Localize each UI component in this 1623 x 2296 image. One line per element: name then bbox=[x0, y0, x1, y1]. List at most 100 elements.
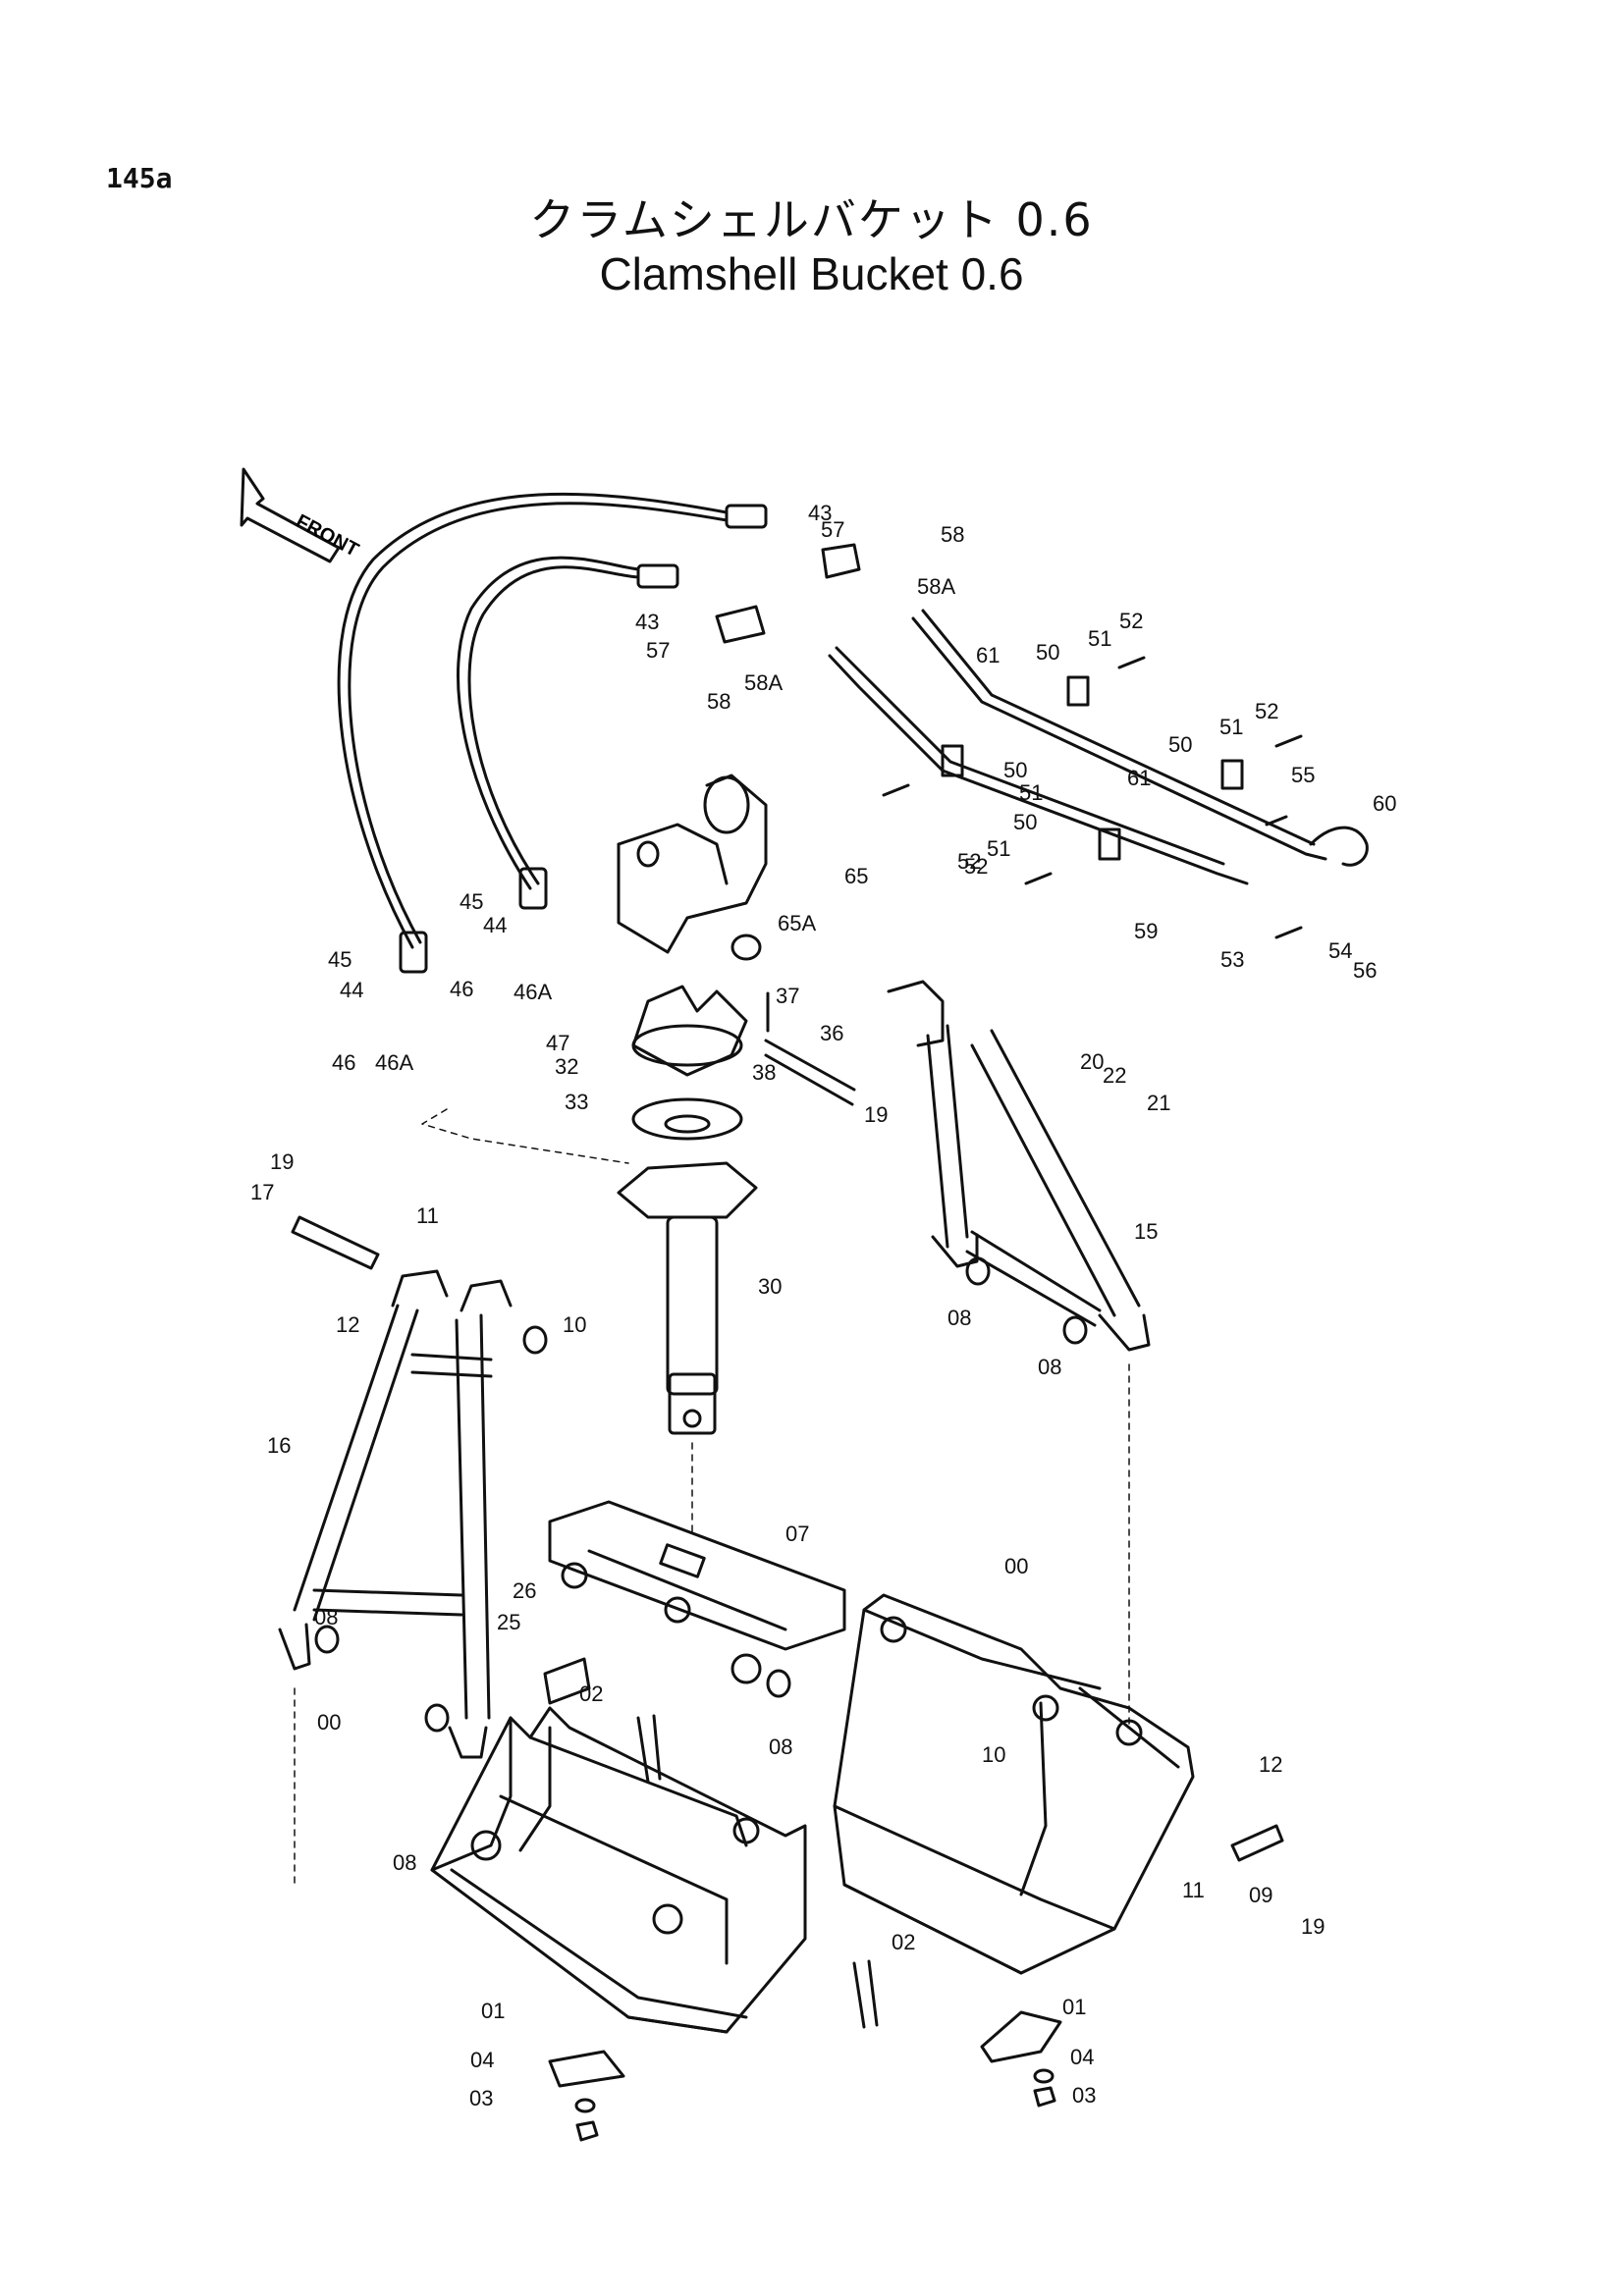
part-callout-36: 36 bbox=[820, 1021, 843, 1045]
front-label: FRONT bbox=[293, 510, 362, 561]
part-callout-43: 43 bbox=[808, 501, 832, 525]
part-callout-46A: 46A bbox=[375, 1050, 413, 1075]
part-callout-43: 43 bbox=[635, 610, 659, 634]
bracket-65 bbox=[617, 774, 768, 961]
part-callout-00: 00 bbox=[317, 1710, 341, 1735]
part-callout-51: 51 bbox=[1219, 715, 1243, 739]
part-callout-33: 33 bbox=[565, 1090, 588, 1114]
part-callout-19: 19 bbox=[1301, 1914, 1325, 1939]
part-callout-65: 65 bbox=[844, 864, 868, 888]
clamp-icon bbox=[1066, 675, 1090, 707]
pin-25 bbox=[543, 1657, 591, 1705]
part-callout-01: 01 bbox=[481, 1999, 505, 2023]
pipe-lines bbox=[828, 609, 1327, 885]
tooth-01-left bbox=[548, 2050, 625, 2088]
part-callout-04: 04 bbox=[1070, 2045, 1094, 2069]
part-callout-52: 52 bbox=[964, 854, 988, 879]
part-callout-44: 44 bbox=[483, 913, 507, 937]
part-callout-21: 21 bbox=[1147, 1091, 1170, 1115]
part-callout-00: 00 bbox=[1004, 1554, 1028, 1578]
part-callout-55: 55 bbox=[1291, 763, 1315, 787]
part-callout-08: 08 bbox=[769, 1735, 792, 1759]
part-callout-15: 15 bbox=[1134, 1219, 1158, 1244]
part-callout-53: 53 bbox=[1220, 947, 1244, 972]
part-callout-12: 12 bbox=[336, 1312, 359, 1337]
part-callout-50: 50 bbox=[1003, 758, 1027, 782]
part-callout-45: 45 bbox=[460, 889, 483, 914]
part-callout-08: 08 bbox=[1038, 1355, 1061, 1379]
part-callout-20: 20 bbox=[1080, 1049, 1104, 1074]
part-callout-61: 61 bbox=[1127, 766, 1151, 790]
part-callout-45: 45 bbox=[328, 947, 352, 972]
title-english: Clamshell Bucket 0.6 bbox=[599, 248, 1024, 299]
page-number: 145a bbox=[106, 162, 173, 194]
part-callout-17: 17 bbox=[250, 1180, 274, 1204]
part-callout-03: 03 bbox=[1072, 2083, 1096, 2108]
part-callout-47: 47 bbox=[546, 1031, 569, 1055]
part-callout-50: 50 bbox=[1036, 640, 1059, 665]
part-callout-25: 25 bbox=[497, 1610, 520, 1634]
part-callout-65A: 65A bbox=[778, 911, 816, 935]
bucket-left bbox=[430, 1706, 807, 2034]
part-callout-10: 10 bbox=[982, 1742, 1005, 1767]
part-callout-59: 59 bbox=[1134, 919, 1158, 943]
cylinder-30 bbox=[617, 1161, 758, 1435]
front-arrow-icon bbox=[240, 467, 341, 563]
part-callout-03: 03 bbox=[469, 2086, 493, 2110]
part-callout-56: 56 bbox=[1353, 958, 1377, 983]
hose-fitting-icon bbox=[725, 504, 768, 529]
part-callout-52: 52 bbox=[1119, 609, 1143, 633]
part-callout-09: 09 bbox=[1249, 1883, 1272, 1907]
part-callout-57: 57 bbox=[646, 638, 670, 663]
part-callout-52: 52 bbox=[957, 849, 981, 874]
part-callout-19: 19 bbox=[270, 1149, 294, 1174]
hose-fitting-icon bbox=[518, 867, 548, 910]
swivel-joint bbox=[631, 985, 748, 1141]
pin-36 bbox=[764, 1039, 856, 1106]
part-callout-58: 58 bbox=[941, 522, 964, 547]
part-callout-08: 08 bbox=[393, 1850, 416, 1875]
part-callout-58: 58 bbox=[707, 689, 730, 714]
part-callout-08: 08 bbox=[947, 1306, 971, 1330]
part-callout-02: 02 bbox=[579, 1682, 603, 1706]
part-callout-12: 12 bbox=[1259, 1752, 1282, 1777]
part-callout-46: 46 bbox=[450, 977, 473, 1001]
part-callout-04: 04 bbox=[470, 2048, 494, 2072]
part-callout-30: 30 bbox=[758, 1274, 782, 1299]
part-callout-26: 26 bbox=[513, 1578, 536, 1603]
part-callout-19: 19 bbox=[864, 1102, 888, 1127]
part-callout-52: 52 bbox=[1255, 699, 1278, 723]
tee-fitting-icon bbox=[821, 543, 861, 579]
part-callout-16: 16 bbox=[267, 1433, 291, 1458]
hose-fitting-icon bbox=[636, 563, 679, 589]
part-callout-38: 38 bbox=[752, 1060, 776, 1085]
part-callout-01: 01 bbox=[1062, 1995, 1086, 2019]
part-callout-07: 07 bbox=[785, 1522, 809, 1546]
part-callout-51: 51 bbox=[987, 836, 1010, 861]
part-callout-46: 46 bbox=[332, 1050, 355, 1075]
hose-fitting-icon bbox=[399, 931, 428, 974]
part-callout-57: 57 bbox=[821, 517, 844, 542]
part-callout-50: 50 bbox=[1168, 732, 1192, 757]
part-callout-61: 61 bbox=[976, 643, 1000, 667]
bolt-02 bbox=[636, 1714, 662, 1784]
pin-17 bbox=[291, 1215, 380, 1270]
part-callout-58A: 58A bbox=[744, 670, 783, 695]
part-callout-37: 37 bbox=[776, 984, 799, 1008]
beam-07 bbox=[548, 1500, 846, 1684]
part-callout-02: 02 bbox=[892, 1930, 915, 1954]
part-callout-11: 11 bbox=[1182, 1878, 1205, 1902]
part-callout-54: 54 bbox=[1328, 938, 1352, 963]
clamp-icon bbox=[1098, 828, 1121, 861]
part-callout-08: 08 bbox=[314, 1605, 338, 1629]
part-callout-32: 32 bbox=[555, 1054, 578, 1079]
part-callout-58A: 58A bbox=[917, 574, 955, 599]
tee-fitting-icon bbox=[715, 605, 766, 644]
elbow-fitting-icon bbox=[1309, 826, 1369, 867]
part-callout-10: 10 bbox=[563, 1312, 586, 1337]
part-callout-11: 11 bbox=[416, 1203, 439, 1228]
clamp-icon bbox=[941, 744, 964, 777]
arm-15 bbox=[887, 980, 1151, 1352]
part-callout-44: 44 bbox=[340, 978, 363, 1002]
